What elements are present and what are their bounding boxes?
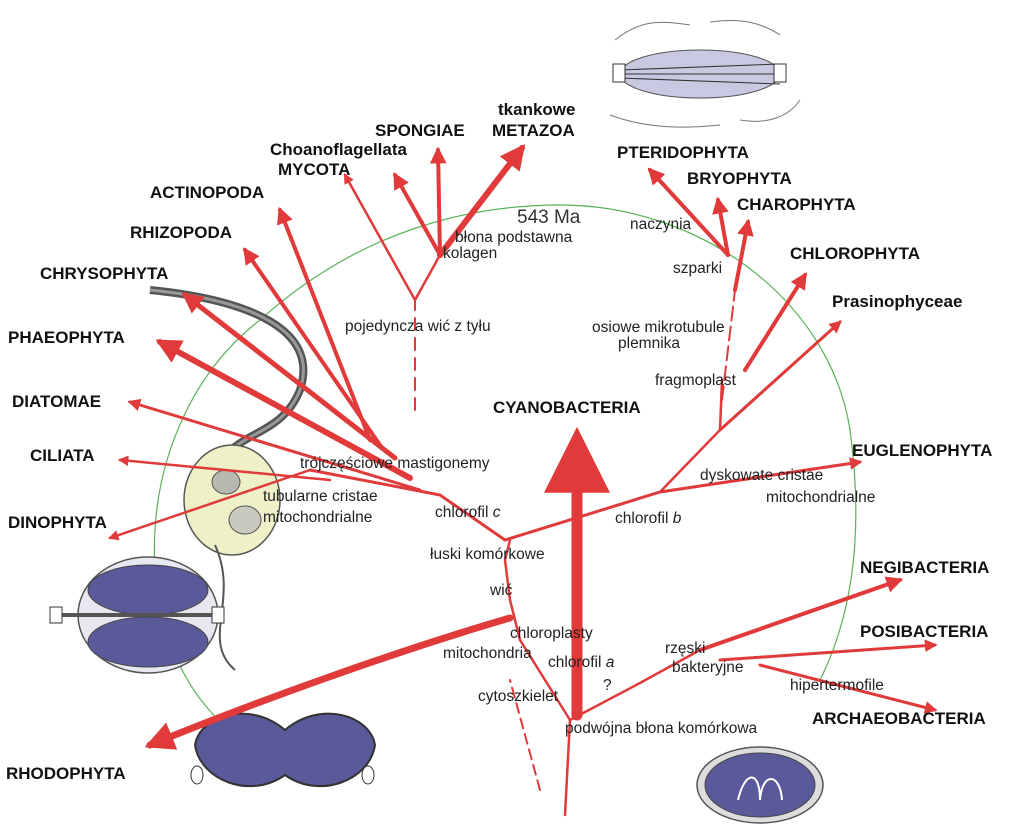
label-rhizopoda: RHIZOPODA	[130, 223, 232, 242]
branch-dinophyta	[108, 468, 312, 541]
label-spongiae: SPONGIAE	[375, 121, 465, 140]
label-euglenophyta: EUGLENOPHYTA	[852, 441, 992, 460]
branch-negibacteria	[698, 576, 904, 652]
branch-eukaryote-trunk	[503, 538, 522, 642]
trait-osiowe-plemnika: plemnika	[618, 335, 680, 352]
trait-wic: wić	[489, 582, 513, 599]
branch-root	[563, 718, 572, 817]
label-actinopoda: ACTINOPODA	[150, 183, 264, 202]
branch-charophyta	[733, 218, 754, 292]
branch-posibacteria	[718, 639, 938, 662]
trait-dyskowate-mitochondrialne: mitochondrialne	[766, 489, 875, 506]
trait-hipertermofile: hipertermofile	[790, 677, 884, 694]
dividing-cell-left-illustration	[49, 556, 225, 674]
branch-phaeophyta	[155, 339, 413, 481]
label-cyanobacteria: CYANOBACTERIA	[493, 398, 641, 417]
trait-naczynia: naczynia	[630, 216, 692, 233]
label-negibacteria: NEGIBACTERIA	[860, 558, 989, 577]
label-bryophyta: BRYOPHYTA	[687, 169, 792, 188]
trait-chlorofil-a: chlorofil a	[548, 654, 615, 671]
label-dinophyta: DINOPHYTA	[8, 513, 107, 532]
trait-kolagen: kolagen	[443, 245, 497, 262]
trait-trojczesciowe-mastigonemy: trójczęściowe mastigonemy	[300, 455, 490, 472]
trait-blona-podstawna: błona podstawna	[455, 229, 573, 246]
branch-cytoskeleton	[509, 679, 541, 791]
label-ciliata: CILIATA	[30, 446, 95, 465]
trait-question-mark: ?	[603, 677, 612, 694]
label-metazoa: METAZOA	[492, 121, 575, 140]
branch-metazoa	[437, 143, 526, 258]
trait-chlorofil-c: chlorofil c	[435, 504, 501, 521]
trait-chloroplasty: chloroplasty	[510, 625, 593, 642]
branch-pteridophyta	[647, 167, 730, 257]
branch-archaeobacteria	[758, 663, 938, 714]
branch-mycota	[343, 173, 417, 302]
trait-bakteryjne: bakteryjne	[672, 659, 744, 676]
trait-pojedyncza-wic: pojedyncza wić z tyłu	[345, 318, 491, 335]
spindle-illustration	[609, 20, 801, 128]
label-mycota: MYCOTA	[278, 160, 350, 179]
trait-dyskowate-cristae: dyskowate cristae	[700, 467, 823, 484]
branch-animal-base	[413, 253, 442, 302]
branch-bacteria-base	[568, 648, 702, 722]
dividing-cell-bottom-illustration	[190, 712, 377, 788]
trait-cytoszkielet: cytoszkielet	[478, 688, 559, 705]
bacterial-cell-illustration	[696, 746, 824, 824]
label-chrysophyta: CHRYSOPHYTA	[40, 264, 168, 283]
trait-luski-komorkowe: łuski komórkowe	[430, 546, 545, 563]
branch-bryophyta	[712, 196, 730, 257]
trait-tubularne-mitochondrialne: mitochondrialne	[263, 509, 372, 526]
trait-mitochondria: mitochondria	[443, 645, 532, 662]
label-archaeobacteria: ARCHAEOBACTERIA	[812, 709, 986, 728]
branch-eukaryote-base	[518, 638, 572, 722]
label-charophyta: CHAROPHYTA	[737, 195, 856, 214]
label-rhodophyta: RHODOPHYTA	[6, 764, 126, 783]
branch-streptophyte	[721, 289, 736, 401]
label-phaeophyta: PHAEOPHYTA	[8, 328, 125, 347]
branch-chromist	[308, 468, 507, 542]
label-tkankowe: tkankowe	[498, 100, 575, 119]
branch-prasinophyceae	[718, 320, 842, 432]
branch-choanoflagellata	[393, 172, 442, 257]
trait-szparki: szparki	[673, 260, 722, 277]
label-chlorophyta: CHLOROPHYTA	[790, 244, 920, 263]
trait-podwojna-blona: podwójna błona komórkowa	[565, 720, 758, 737]
trait-tubularne-cristae: tubularne cristae	[263, 488, 378, 505]
branch-chlorophyta	[743, 272, 807, 372]
branch-diatomae	[127, 398, 422, 492]
label-choanoflagellata: Choanoflagellata	[270, 140, 408, 159]
trait-rzeski: rzęski	[665, 640, 705, 657]
branch-chrysophyta	[181, 292, 398, 461]
trait-fragmoplast: fragmoplast	[655, 372, 737, 389]
time-marker-label: 543 Ma	[517, 207, 581, 228]
label-prasinophyceae: Prasinophyceae	[832, 292, 962, 311]
branch-actinopoda	[277, 206, 372, 442]
trait-chlorofil-b: chlorofil b	[615, 510, 682, 527]
branch-spongiae	[429, 146, 447, 257]
label-diatomae: DIATOMAE	[12, 392, 101, 411]
trait-osiowe-mikrotubule: osiowe mikrotubule	[592, 319, 725, 336]
label-pteridophyta: PTERIDOPHYTA	[617, 143, 749, 162]
branch-rhodophyta	[144, 614, 514, 750]
branch-ciliata	[117, 455, 332, 482]
label-posibacteria: POSIBACTERIA	[860, 622, 988, 641]
timeline-arc	[153, 204, 857, 731]
